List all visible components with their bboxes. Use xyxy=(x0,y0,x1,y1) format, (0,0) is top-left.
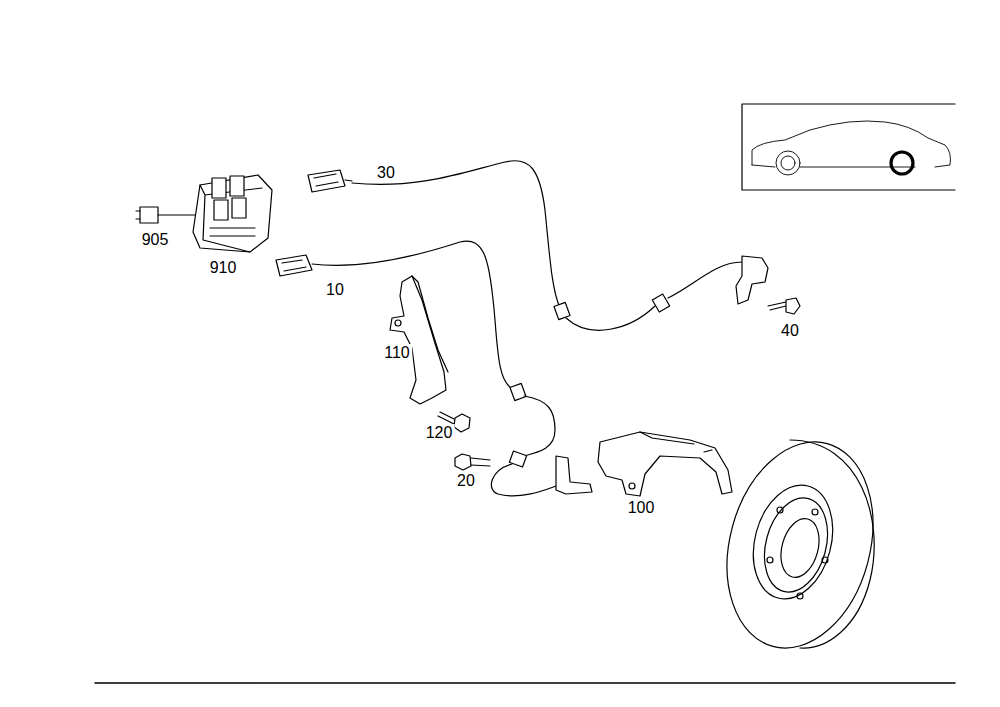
sensor-cable-30 xyxy=(308,161,768,331)
callout-number: 910 xyxy=(208,259,239,277)
callout-number: 905 xyxy=(140,231,171,249)
brake-disc xyxy=(705,425,895,664)
connector-module xyxy=(136,175,272,252)
callout-number: 40 xyxy=(779,322,801,340)
callout-number: 10 xyxy=(324,281,346,299)
sensor-cable-10 xyxy=(276,241,592,496)
callout-number: 30 xyxy=(375,164,397,182)
bolt xyxy=(455,454,490,470)
callout-number: 20 xyxy=(455,472,477,490)
page-rule xyxy=(95,682,955,684)
callout-number: 110 xyxy=(382,344,412,362)
callout-number: 100 xyxy=(626,499,657,517)
bolt xyxy=(768,298,800,314)
bracket xyxy=(598,432,732,496)
bracket xyxy=(390,276,448,404)
vehicle-inset xyxy=(742,104,955,190)
callout-number: 120 xyxy=(424,424,455,442)
